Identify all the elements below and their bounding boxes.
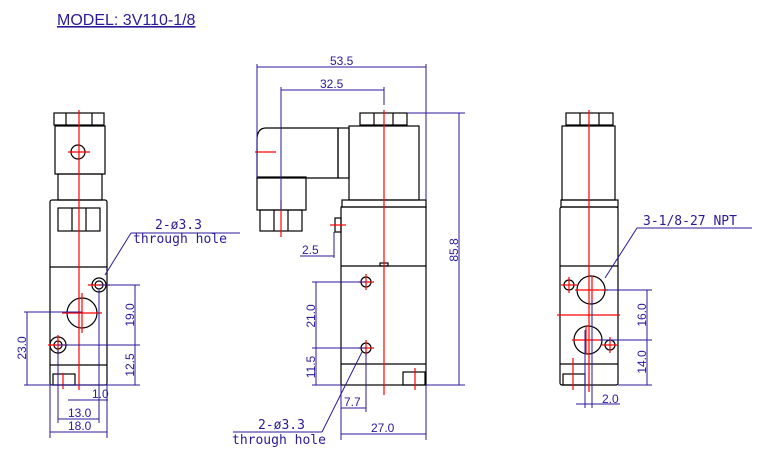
dim-21: 21.0 — [304, 304, 318, 328]
connector-body — [57, 173, 103, 201]
dim-27: 27.0 — [371, 421, 395, 435]
coil-connector — [54, 125, 106, 175]
dim-16: 16.0 — [635, 303, 649, 327]
side-view: 53.5 32.5 85.8 2.5 21.0 11.5 7.7 27.0 2-… — [232, 54, 465, 448]
dim-53-5: 53.5 — [330, 54, 354, 68]
dim-32-5: 32.5 — [320, 77, 344, 91]
dim-2: 2.0 — [602, 392, 619, 406]
model-title: MODEL: 3V110-1/8 — [57, 12, 196, 29]
dim-13: 13.0 — [68, 406, 92, 420]
connector — [256, 127, 339, 179]
dim-7-7: 7.7 — [344, 395, 361, 409]
dim-18: 18.0 — [68, 419, 92, 433]
side-hole-note: through hole — [232, 433, 326, 448]
dim-19: 19.0 — [123, 303, 137, 327]
left-hole-note: through hole — [133, 232, 227, 247]
dim-14: 14.0 — [635, 350, 649, 374]
dim-85-8: 85.8 — [447, 238, 461, 262]
dim-1: 1.0 — [92, 387, 109, 401]
dim-23: 23.0 — [15, 336, 29, 360]
dim-11-5: 11.5 — [304, 355, 318, 378]
left-hole-count: 2-ø3.3 — [155, 218, 202, 233]
dim-12-5: 12.5 — [123, 353, 137, 377]
left-view: 23.0 19.0 12.5 1.0 13.0 18.0 2-ø3.3 thro… — [15, 110, 240, 438]
side-hole-count: 2-ø3.3 — [258, 418, 305, 433]
right-view: 16.0 14.0 2.0 3-1/8-27 NPT — [557, 110, 752, 408]
dim-2-5: 2.5 — [302, 243, 319, 257]
npt-callout: 3-1/8-27 NPT — [643, 214, 737, 229]
